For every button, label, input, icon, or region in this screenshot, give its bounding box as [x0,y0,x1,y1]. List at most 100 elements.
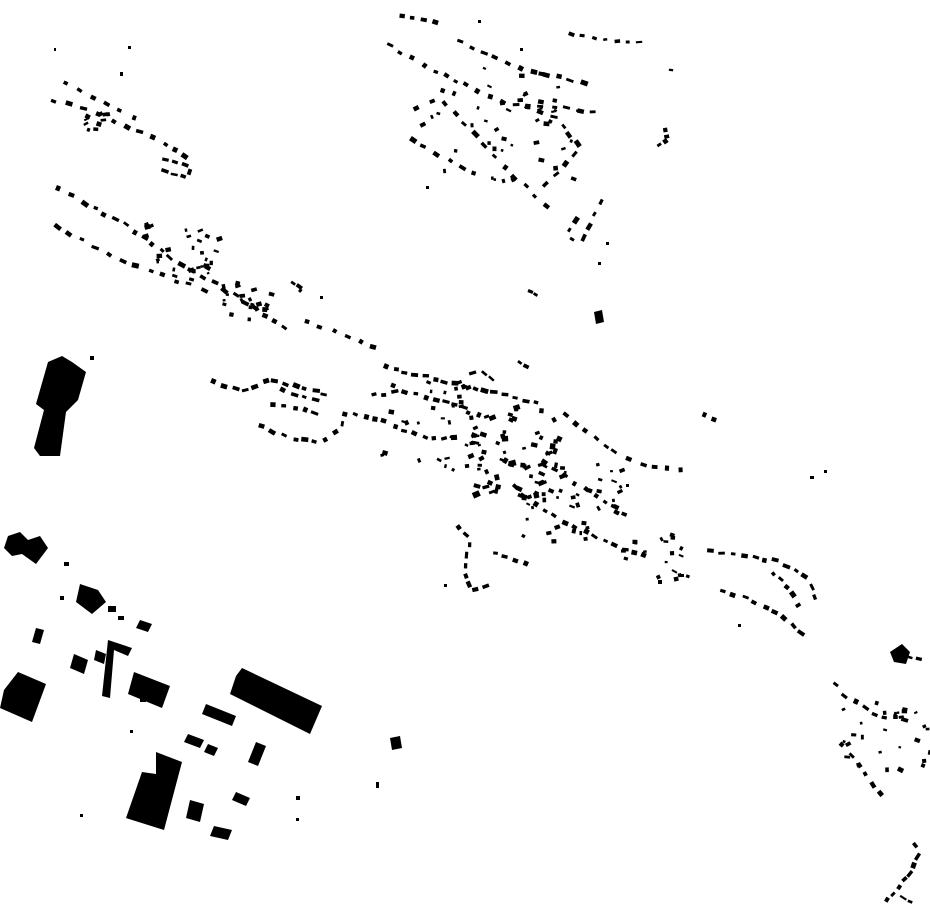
building-footprint [465,580,473,589]
building-footprint [762,604,770,611]
building-footprint [560,466,566,470]
building-footprint [451,402,455,408]
building-footprint [421,62,428,69]
building-footprint [922,724,927,729]
building-footprint [878,750,882,754]
building-footprint [569,504,576,509]
building-footprint [93,205,99,211]
building-footprint [871,711,879,718]
building-footprint [447,420,452,425]
building-footprint [752,554,760,560]
building-footprint [571,420,580,428]
building-footprint [890,644,910,664]
building-footprint [281,381,290,388]
building-footprint [199,274,207,281]
building-footprint [180,152,189,161]
building-footprint [564,470,567,474]
building-footprint [296,818,299,821]
building-footprint [440,417,445,420]
northwest-village-buildings [50,80,288,331]
building-footprint [452,110,460,118]
building-footprint [668,68,674,72]
building-footprint [376,782,379,788]
building-footprint [470,170,477,176]
building-footprint [597,477,603,482]
building-footprint [463,563,468,569]
building-footprint [800,572,809,580]
building-footprint [678,545,684,551]
building-footprint [925,727,930,731]
building-footprint [533,490,540,496]
building-footprint [64,230,73,238]
east-village-buildings [701,411,930,904]
building-footprint [230,668,322,734]
building-footprint [575,492,580,497]
building-footprint [400,428,408,434]
building-footprint [885,767,889,773]
building-footprint [493,178,497,182]
building-footprint [591,211,597,217]
building-footprint [467,542,472,548]
building-footprint [62,80,69,86]
building-footprint [241,387,249,393]
building-footprint [634,541,638,545]
building-footprint [718,551,725,555]
building-footprint [539,408,544,414]
building-footprint [471,129,480,139]
building-footprint [436,111,441,116]
building-footprint [603,443,610,450]
building-footprint [499,101,506,106]
building-footprint [569,236,575,242]
building-footprint [128,672,170,708]
building-footprint [213,249,220,254]
building-footprint [0,672,46,722]
building-footprint [481,583,490,590]
building-footprint [663,540,669,544]
building-footprint [618,484,623,489]
building-footprint [444,584,447,587]
building-footprint [642,550,647,554]
building-footprint [479,431,488,438]
building-footprint [50,98,57,104]
building-footprint [225,293,230,297]
building-footprint [468,370,477,376]
building-footprint [541,492,546,497]
building-footprint [542,508,548,514]
building-footprint [898,745,902,749]
building-footprint [640,551,647,559]
building-footprint [551,416,557,423]
building-footprint [433,376,439,383]
building-footprint [443,390,447,395]
building-footprint [192,268,196,274]
building-footprint [501,554,508,559]
building-footprint [542,202,551,210]
building-footprint [32,628,44,644]
building-footprint [480,387,489,395]
building-footprint [570,495,576,500]
building-footprint [523,464,532,471]
building-footprint [136,620,152,632]
building-footprint [779,614,788,622]
building-footprint [89,94,97,101]
building-footprint [610,503,618,509]
building-footprint [471,433,478,439]
building-footprint [263,302,270,309]
building-footprint [253,306,260,312]
building-footprint [67,191,75,198]
building-footprint [502,450,507,455]
building-footprint [874,700,879,706]
building-footprint [458,400,464,405]
building-footprint [701,411,708,418]
building-footprint [470,123,474,128]
building-footprint [281,432,288,438]
building-footprint [172,267,176,272]
building-footprint [566,227,572,233]
building-footprint [232,385,240,392]
building-footprint [560,146,566,151]
building-footprint [530,442,538,448]
building-footprint [4,532,48,564]
town-center-buildings [210,280,690,593]
building-footprint [481,449,487,455]
building-footprint [796,629,806,637]
building-footprint [920,763,926,769]
